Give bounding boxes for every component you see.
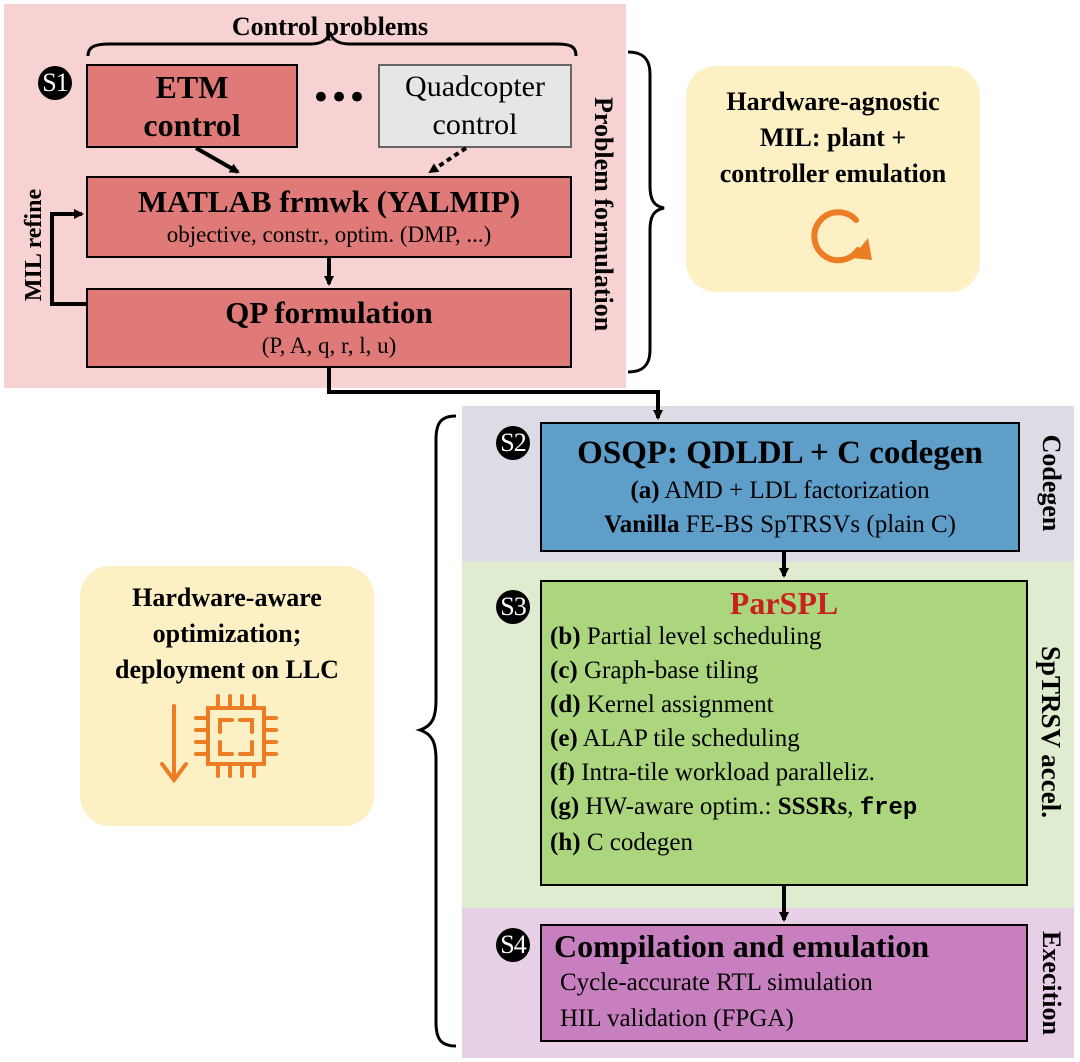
s2-line-a: (a) AMD + LDL factorization — [630, 474, 929, 508]
s2-line2-bold: Vanilla — [604, 511, 680, 538]
step-f: (f) Intra-tile workload paralleliz. — [550, 756, 917, 790]
etm-line1: ETM — [155, 69, 229, 105]
card-top-line2: MIL: plant + — [759, 123, 907, 152]
s2-title: OSQP: QDLDL + C codegen — [577, 435, 983, 471]
step-tag: (e) — [550, 725, 578, 752]
step-tag: (b) — [550, 623, 581, 650]
quadcopter-control-box: Quadcopter control — [378, 64, 572, 148]
s4-line1: Cycle-accurate RTL simulation — [560, 969, 873, 996]
step-text: Graph-base tiling — [577, 657, 759, 684]
qp-to-osqp-arrow — [327, 368, 663, 420]
card-top-line3: controller emulation — [719, 159, 947, 188]
card-top-line1: Hardware-agnostic — [726, 87, 940, 116]
control-problems-brace — [86, 31, 578, 57]
step-tag: (f) — [550, 759, 575, 786]
osqp-codegen-box: OSQP: QDLDL + C codegen (a) AMD + LDL fa… — [540, 422, 1020, 552]
s2-badge: S2 — [496, 426, 530, 460]
parspl-steps: (b) Partial level scheduling (c) Graph-b… — [550, 620, 917, 860]
step-g: (g) HW-aware optim.: SSSRs, frep — [550, 790, 917, 826]
parspl-box: ParSPL (b) Partial level scheduling (c) … — [540, 580, 1028, 886]
step-text: ALAP tile scheduling — [577, 725, 800, 752]
ellipsis-dots: ••• — [310, 78, 367, 118]
qp-title: QP formulation — [225, 295, 433, 330]
step-tag: (h) — [550, 829, 581, 856]
step-e: (e) ALAP tile scheduling — [550, 722, 917, 756]
qp-subtitle: (P, A, q, r, l, u) — [261, 333, 397, 358]
mil-refine-loop — [50, 209, 86, 306]
matlab-framework-box: MATLAB frmwk (YALMIP) objective, constr.… — [86, 176, 572, 258]
problem-formulation-brace — [627, 50, 665, 374]
quad-line2: control — [432, 108, 518, 141]
step-tag: (g) — [550, 793, 580, 820]
hardware-aware-card: Hardware-aware optimization; deployment … — [80, 566, 374, 826]
s3-badge: S3 — [496, 590, 530, 624]
step-b: (b) Partial level scheduling — [550, 620, 917, 654]
step-c: (c) Graph-base tiling — [550, 654, 917, 688]
card-left-line1: Hardware-aware — [132, 583, 322, 612]
hardware-agnostic-card: Hardware-agnostic MIL: plant + controlle… — [686, 66, 980, 292]
s2-line2-text: FE-BS SpTRSVs (plain C) — [679, 511, 956, 538]
chip-download-icon — [160, 694, 278, 784]
etm-control-box: ETM control — [86, 64, 298, 148]
step-text: C codegen — [580, 829, 694, 856]
s4-badge: S4 — [496, 928, 530, 962]
step-g-frep: frep — [859, 795, 918, 822]
step-tag: (d) — [550, 691, 581, 718]
s2-line-vanilla: Vanilla FE-BS SpTRSVs (plain C) — [604, 508, 956, 542]
s2-line-a-tag: (a) — [630, 477, 660, 504]
step-text: Partial level scheduling — [580, 623, 822, 650]
matlab-subtitle: objective, constr., optim. (DMP, ...) — [166, 222, 492, 247]
s4-line2: HIL validation (FPGA) — [560, 1005, 794, 1032]
step-h: (h) C codegen — [550, 826, 917, 860]
step-tag: (c) — [550, 657, 578, 684]
etm-line2: control — [143, 107, 241, 143]
s1-badge: S1 — [38, 66, 72, 100]
step-g-sep: , — [847, 793, 860, 820]
card-left-line2: optimization; — [152, 619, 302, 648]
s4-title: Compilation and emulation — [554, 928, 930, 964]
step-text: Kernel assignment — [580, 691, 774, 718]
refresh-cycle-icon — [811, 209, 872, 264]
qp-formulation-box: QP formulation (P, A, q, r, l, u) — [86, 288, 572, 368]
s2-line-a-text: AMD + LDL factorization — [659, 477, 930, 504]
quad-line1: Quadcopter — [405, 70, 545, 103]
card-left-line3: deployment on LLC — [115, 655, 339, 684]
compilation-emulation-box: Compilation and emulation Cycle-accurate… — [540, 924, 1028, 1042]
step-d: (d) Kernel assignment — [550, 688, 917, 722]
etm-to-matlab-arrow — [195, 146, 240, 174]
quad-to-matlab-arrow — [428, 146, 468, 174]
step-text: HW-aware optim.: — [579, 793, 778, 820]
step-g-sssrs: SSSRs — [777, 793, 848, 820]
step-text: Intra-tile workload paralleliz. — [574, 759, 875, 786]
parspl-title: ParSPL — [729, 585, 839, 621]
hardware-aware-brace — [415, 414, 457, 1048]
matlab-title: MATLAB frmwk (YALMIP) — [137, 184, 521, 219]
